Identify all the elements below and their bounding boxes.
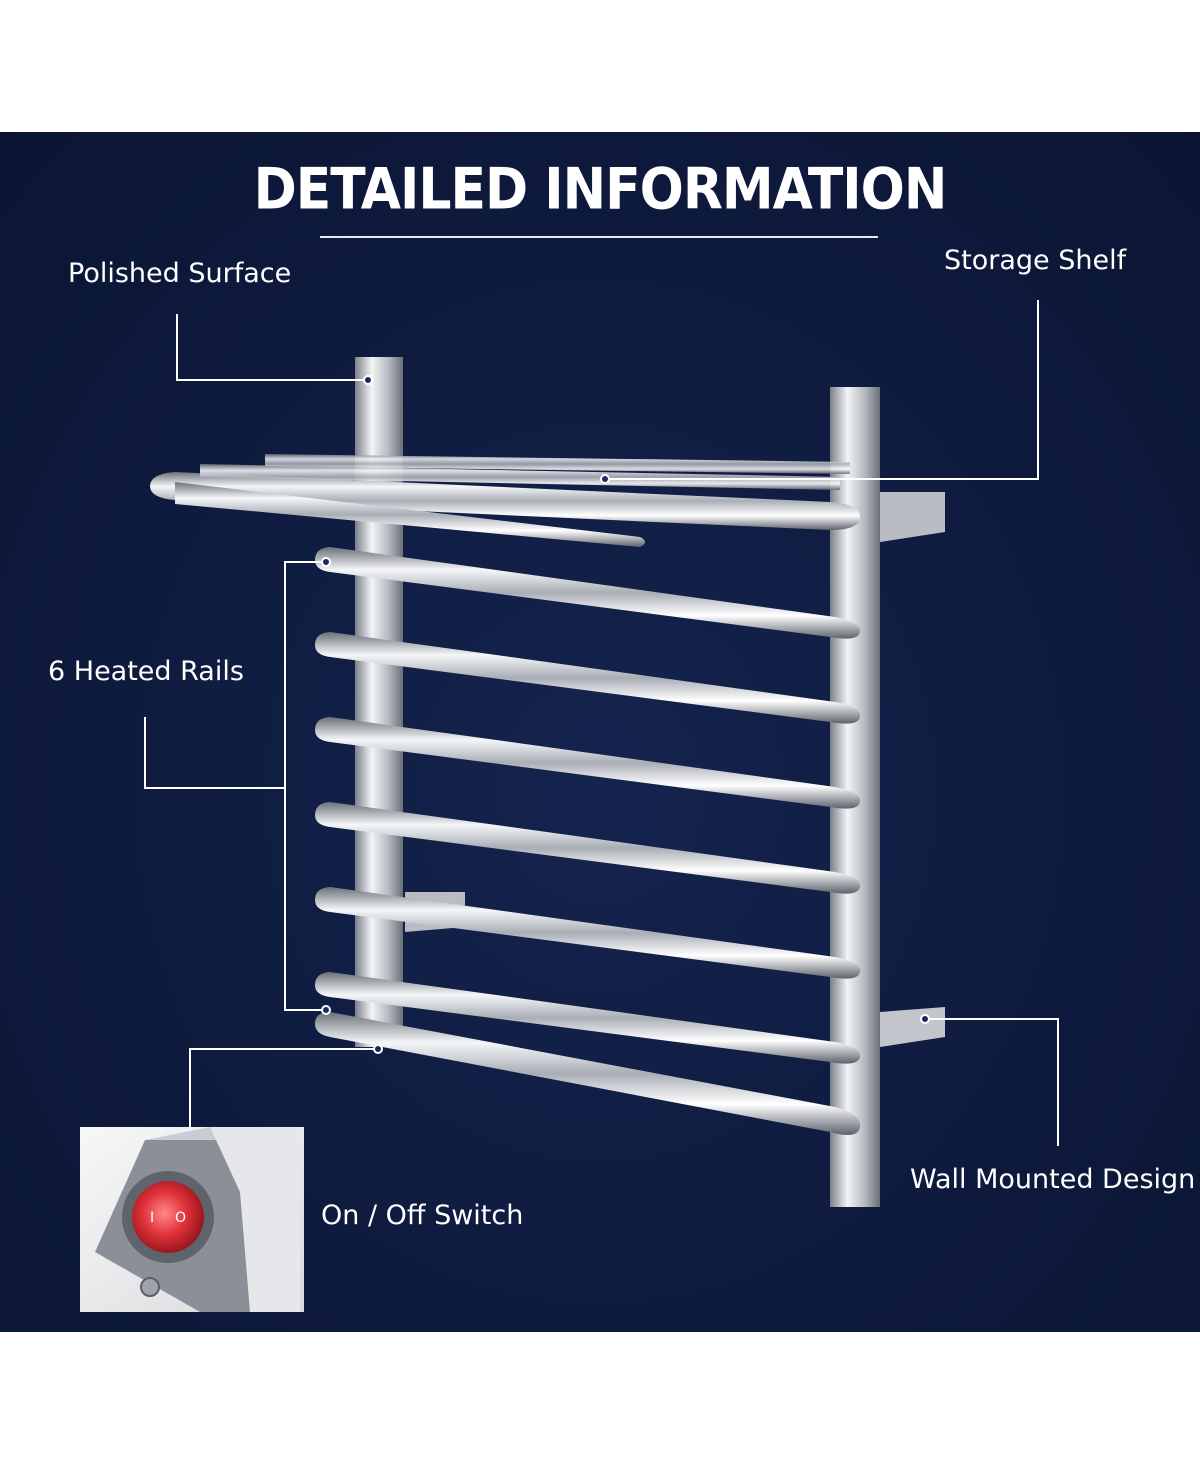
label-polished-surface: Polished Surface	[68, 258, 292, 289]
storage-shelf	[150, 454, 860, 547]
towel-warmer-illustration: I O	[80, 300, 1059, 1312]
page-title: DETAILED INFORMATION	[253, 157, 948, 223]
leader-dots	[321, 375, 930, 1054]
leader-on-off-switch	[189, 1048, 378, 1127]
svg-text:O: O	[175, 1210, 186, 1226]
feature-panel: DETAILED INFORMATION	[0, 132, 1200, 1332]
leader-heated-rails-bracket	[284, 561, 326, 1011]
heated-rails	[315, 547, 861, 1136]
label-wall-mounted: Wall Mounted Design	[910, 1164, 1196, 1195]
leader-wall-mounted	[925, 1018, 1059, 1146]
upper-wall-bracket	[880, 492, 945, 542]
label-storage-shelf: Storage Shelf	[944, 245, 1127, 276]
leader-storage-shelf	[605, 300, 1039, 480]
right-wall-bracket	[880, 1007, 945, 1047]
leader-polished-surface	[176, 314, 368, 381]
title-underline	[320, 236, 878, 238]
label-heated-rails: 6 Heated Rails	[48, 656, 244, 687]
rocker-switch-closeup: I O	[80, 1127, 304, 1312]
leader-heated-rails	[144, 717, 285, 789]
label-on-off-switch: On / Off Switch	[321, 1200, 524, 1231]
svg-text:I: I	[150, 1210, 154, 1226]
leader-lines	[144, 300, 1059, 1146]
